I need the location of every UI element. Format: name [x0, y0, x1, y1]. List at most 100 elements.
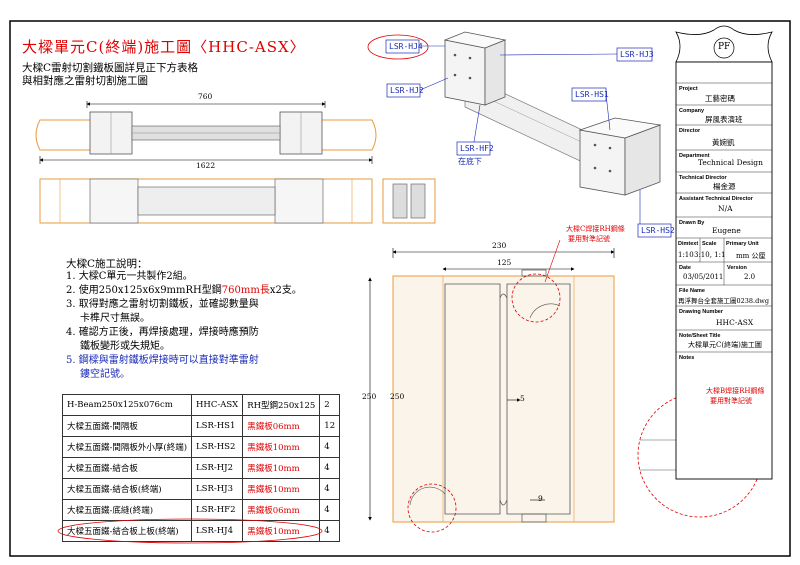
table-cell: 大樑五面鐵-結合板	[61, 457, 193, 479]
table-cell: 2	[319, 394, 341, 416]
table-cell: 黑鐵板10mm	[242, 457, 321, 479]
tb-sheet-header: Note/Sheet Title	[679, 333, 721, 339]
tb-project-header: Project	[679, 86, 698, 92]
note-4-cont: 鐵板變形或失規矩。	[80, 341, 170, 352]
table-cell: 4	[319, 520, 341, 542]
label-lsr-hj3: LSR-HJ3	[620, 50, 654, 59]
tb-file-header: File Name	[679, 288, 705, 294]
title-block	[675, 25, 773, 480]
dim-760: 760	[198, 92, 213, 101]
table-cell: 4	[319, 478, 341, 500]
notes-title: 大樑C施工說明：	[66, 258, 148, 270]
red-note-c-line-2: 要用對準記號	[568, 235, 610, 243]
dim-250-outer: 250	[362, 392, 377, 401]
label-hf2-note: 在底下	[458, 157, 482, 166]
highlight-ellipse	[57, 518, 323, 544]
tb-scale-header: Scale	[702, 241, 717, 247]
sheet-border	[9, 20, 791, 557]
tb-assistant-header: Assistant Technical Director	[679, 196, 753, 202]
table-cell: LSR-HJ4	[191, 520, 244, 542]
table-cell: 12	[319, 415, 341, 437]
dim-1622: 1622	[196, 161, 216, 170]
table-cell: 大樑五面鐵-間隔板外小厚(終端)	[61, 436, 193, 458]
tb-date: 03/05/2011	[683, 273, 724, 281]
front-view-beam	[39, 178, 436, 224]
subtitle-line-2: 與相對應之雷射切割施工圖	[22, 75, 148, 87]
tb-version-header: Version	[727, 265, 747, 271]
table-cell: 大樑五面鐵-間隔板	[61, 415, 193, 437]
tb-version: 2.0	[744, 273, 756, 281]
tb-primary-header: Primary Unit	[726, 241, 759, 247]
tb-sheet: 大樑單元C(終端)施工圖	[688, 341, 762, 349]
table-cell: 黑鐵板10mm	[242, 478, 321, 500]
tb-drawn-header: Drawn By	[679, 220, 705, 226]
tb-dimtext: 1:10	[678, 251, 694, 259]
red-note-c-line-1: 大樑C焊接RH鋼條	[566, 225, 625, 233]
tb-drawn: Eugene	[712, 226, 741, 235]
table-cell: H-Beam250x125x076cm	[61, 394, 193, 416]
tb-scale: 3:10, 1:1	[694, 251, 726, 259]
tb-date-header: Date	[679, 265, 691, 271]
isometric-view	[367, 31, 662, 196]
section-view	[368, 239, 615, 533]
dim-250-inner: 250	[390, 392, 405, 401]
table-cell: 4	[319, 457, 341, 479]
note-5: 5. 鋼樑與雷射鐵板焊接時可以直接對準雷射	[66, 355, 259, 366]
label-lsr-hs1: LSR-HS1	[575, 90, 609, 99]
tb-drawing: HHC-ASX	[716, 318, 754, 327]
tb-notes-header: Notes	[679, 355, 695, 361]
logo: PF	[718, 42, 731, 52]
note-4: 4. 確認方正後，再焊接處理，焊接時應預防	[66, 327, 259, 338]
tb-department-header: Department	[679, 153, 710, 159]
dim-230: 230	[492, 241, 507, 250]
tb-company: 屏風表演班	[705, 115, 743, 124]
tb-assistant: N/A	[718, 204, 733, 213]
tb-dimtext-header: Dimtext	[678, 241, 699, 247]
label-lsr-hj4: LSR-HJ4	[389, 42, 423, 51]
iso-callouts	[385, 39, 672, 238]
top-view-beam	[35, 101, 377, 164]
tb-company-header: Company	[679, 108, 705, 114]
page-title: 大樑單元C(終端)施工圖〈HHC-ASX〉	[22, 38, 306, 56]
red-note-b-line-1: 大樑B焊接RH鋼條	[706, 387, 765, 395]
red-note-b-line-2: 要用對準記號	[710, 397, 752, 405]
table-cell: RH型鋼250x125	[242, 394, 321, 416]
table-cell: LSR-HS2	[191, 436, 244, 458]
label-lsr-hs2: LSR-HS2	[641, 226, 675, 235]
note-2: 2. 使用250x125x6x9mmRH型鋼760mm長x2支。	[66, 285, 302, 296]
tb-project: 工藝密碼	[705, 94, 735, 103]
tb-primary: mm 公厘	[736, 252, 766, 260]
tb-director-header: Director	[679, 128, 701, 134]
note-1: 1. 大樑C單元一共製作2組。	[66, 271, 193, 282]
table-cell: 大樑五面鐵-結合板(終端)	[61, 478, 193, 500]
label-lsr-hj2: LSR-HJ2	[390, 86, 424, 95]
tb-tech-director: 楊金源	[713, 182, 736, 191]
table-cell: 黑鐵板10mm	[242, 436, 321, 458]
table-cell: 黑鐵板10mm	[242, 520, 321, 542]
tb-file: 再浮舞台全套施工圖0238.dwg	[678, 297, 769, 305]
tb-drawing-header: Drawing Number	[679, 309, 724, 315]
dim-9: 9	[538, 494, 543, 503]
table-cell: LSR-HS1	[191, 415, 244, 437]
note-3: 3. 取得對應之雷射切割鐵板，並確認數量與	[66, 299, 259, 310]
table-cell: LSR-HJ2	[191, 457, 244, 479]
tb-department: Technical Design	[698, 158, 763, 167]
dim-5: 5	[520, 394, 525, 403]
note-3-cont: 卡榫尺寸無誤。	[80, 313, 150, 324]
tb-director: 黃婉凱	[712, 138, 735, 147]
dim-125: 125	[497, 258, 512, 267]
table-cell: LSR-HJ3	[191, 478, 244, 500]
table-cell: 4	[319, 436, 341, 458]
tb-tech-director-header: Technical Director	[679, 175, 727, 181]
note-5-cont: 鏤空記號。	[80, 369, 130, 380]
table-cell: 黑鐵板06mm	[242, 415, 321, 437]
